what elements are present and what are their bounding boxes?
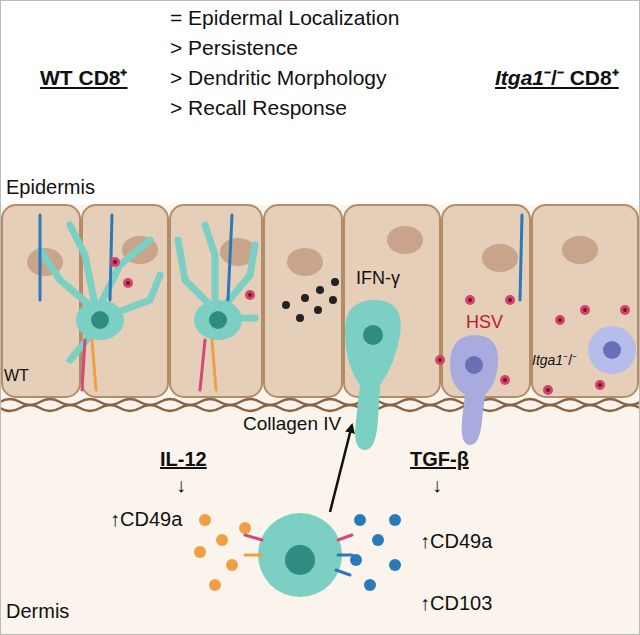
text-label: ↑CD103: [420, 592, 492, 615]
ko-round-t-cell: [588, 326, 636, 374]
text-label: > Persistence: [170, 36, 298, 60]
ifn-dots: [282, 278, 339, 322]
dendrites: [40, 225, 255, 360]
ko-nucleus: [603, 341, 621, 359]
text-label: Epidermis: [6, 176, 95, 199]
ko-nucleus: [465, 356, 483, 374]
tgfb-dots: [350, 514, 401, 591]
migration-arrow: [330, 425, 352, 512]
text-label: Dermis: [6, 600, 69, 623]
text-label: = Epidermal Localization: [170, 6, 399, 30]
text-label: ↑CD49a: [110, 508, 182, 531]
t-cell-nucleus: [363, 325, 383, 345]
dermal-integrins: [245, 535, 352, 575]
integrins: [40, 215, 522, 390]
wt-t-cells: [76, 300, 242, 340]
dermis-ground: [0, 205, 640, 635]
text-label: IL-12: [160, 448, 207, 471]
text-label: HSV: [466, 312, 503, 333]
text-label: Collagen IV: [240, 413, 344, 435]
text-label: > Dendritic Morphology: [170, 66, 387, 90]
t-cell-nuclei: [91, 311, 227, 329]
dermal-nucleus: [285, 545, 315, 575]
text-label: ↓: [176, 474, 186, 497]
text-label: WT CD8⁺: [40, 66, 128, 90]
text-label: WT: [4, 367, 29, 385]
text-label: > Recall Response: [170, 96, 347, 120]
text-label: Itga1⁻/⁻: [532, 352, 577, 368]
ko-t-cell: [450, 335, 498, 445]
text-label: IFN-γ: [356, 268, 400, 289]
collagen-membrane: [0, 399, 640, 411]
dermal-t-cell: [258, 513, 342, 597]
migrating-t-cell: [345, 300, 401, 450]
epidermal-cells: [2, 205, 638, 397]
hsv-virions: [110, 257, 630, 395]
text-label: ↑CD49a: [420, 530, 492, 553]
text-label: Itga1⁻/⁻ CD8⁺: [495, 66, 619, 90]
text-label: ↓: [432, 474, 442, 497]
il12-dots: [194, 514, 251, 591]
text-label: TGF-β: [410, 448, 469, 471]
